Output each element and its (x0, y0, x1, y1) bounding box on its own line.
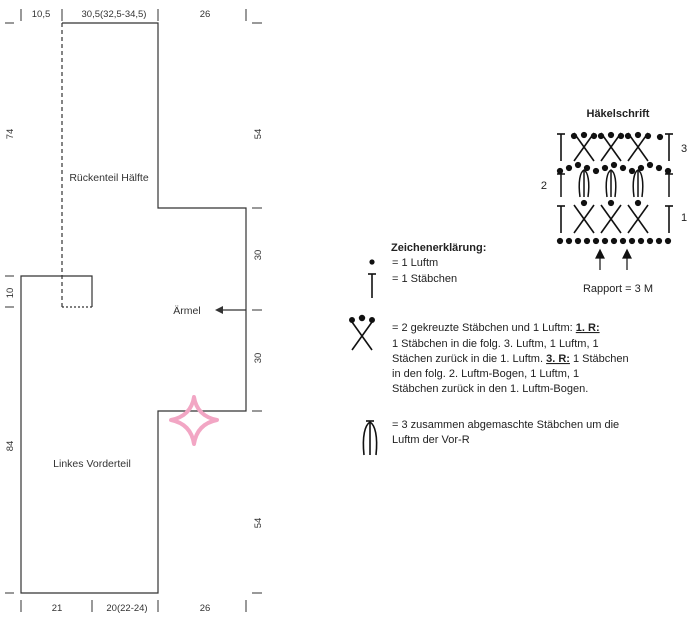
schematic-outline (20, 22, 247, 594)
dim-bottom-left: 21 (52, 603, 63, 614)
sleeve-arrow (215, 306, 246, 314)
crochet-chart (556, 131, 673, 270)
chart-row-1 (557, 204, 673, 234)
repeat-arrows (595, 248, 632, 270)
pink-star-marker (169, 395, 219, 446)
legend-chain: = 1 Luftm (392, 257, 438, 269)
dim-right-upper: 54 (253, 129, 264, 140)
dim-bottom-middle: 20(22-24) (106, 603, 147, 614)
dim-bottom-right: 26 (200, 603, 211, 614)
chart-title: Häkelschrift (587, 108, 650, 120)
legend-row-1-ref: 1. R: (576, 322, 600, 334)
label-sleeve: Ärmel (173, 305, 200, 317)
legend-crossed-line-1: = 2 gekreuzte Stäbchen und 1 Luftm: 1. R… (392, 322, 600, 334)
legend-crossed-line-2: 1 Stäbchen in die folg. 3. Luftm, 1 Luft… (392, 338, 599, 350)
chart-row-3-chains (570, 131, 664, 141)
chart-row-1-chains (580, 199, 642, 207)
label-back-half: Rückenteil Hälfte (69, 172, 149, 184)
label-left-front: Linkes Vorderteil (53, 458, 131, 470)
neckline-outline (62, 275, 93, 307)
double-crochet-icon (368, 273, 376, 298)
dim-right-lower: 54 (253, 518, 264, 529)
chart-row-1-number: 1 (681, 212, 687, 224)
dim-left-lower: 84 (5, 441, 16, 452)
foundation-chain-row (556, 237, 672, 245)
chart-row-2-chains (556, 161, 672, 175)
garment-outline (20, 22, 247, 594)
chart-row-3 (557, 132, 673, 162)
legend-cluster-line-1: = 3 zusammen abgemaschte Stäbchen um die (392, 419, 619, 431)
chart-row-2-clusters (557, 169, 673, 198)
legend-title: Zeichenerklärung: (391, 242, 486, 254)
dim-top-middle: 30,5(32,5-34,5) (82, 9, 147, 20)
legend-crossed-line-5: Stäbchen zurück in den 1. Luftm-Bogen. (392, 383, 588, 395)
dim-right-mid-lower: 30 (253, 353, 264, 364)
dim-right-mid-upper: 30 (253, 250, 264, 261)
legend-crossed-line-3-text: Stächen zurück in die 1. Luftm. (392, 353, 546, 365)
cluster-stitch-icon (362, 420, 378, 456)
dimension-ticks (5, 9, 262, 612)
chain-stitch-icon (369, 259, 375, 265)
legend-crossed-line-4: in den folg. 2. Luftm-Bogen, 1 Luftm, 1 (392, 368, 579, 380)
dim-top-left: 10,5 (32, 9, 51, 20)
legend-crossed-line-1-text: = 2 gekreuzte Stäbchen und 1 Luftm: (392, 322, 576, 334)
legend-row-3-ref: 3. R: (546, 353, 570, 365)
crossed-double-crochet-icon (348, 314, 375, 351)
legend-crossed-line-3-suffix: 1 Stäbchen (570, 353, 629, 365)
chart-repeat-label: Rapport = 3 M (583, 283, 653, 295)
chart-row-3-number: 3 (681, 143, 687, 155)
dim-left-upper: 74 (5, 129, 16, 140)
chart-row-2-number: 2 (541, 180, 547, 192)
legend-crossed-line-3: Stächen zurück in die 1. Luftm. 3. R: 1 … (392, 353, 629, 365)
dim-top-right: 26 (200, 9, 211, 20)
legend-cluster-line-2: Luftm der Vor-R (392, 434, 470, 446)
dim-left-middle: 10 (5, 288, 16, 299)
legend-double-crochet: = 1 Stäbchen (392, 273, 457, 285)
